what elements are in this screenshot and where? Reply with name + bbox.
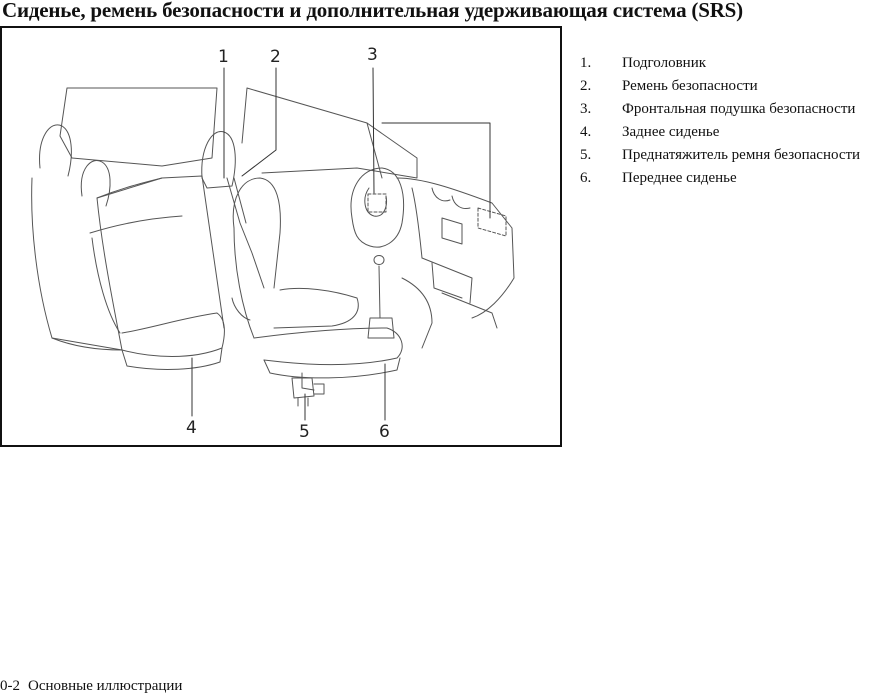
- legend-number: 3.: [580, 98, 622, 121]
- legend-label: Ремень безопасности: [622, 75, 758, 98]
- legend-number: 6.: [580, 167, 622, 190]
- steering-wheel: [351, 168, 404, 247]
- legend-label: Подголовник: [622, 52, 706, 75]
- rear-seat-back: [32, 176, 224, 350]
- rear-headrest-right: [81, 160, 110, 206]
- rear-headrest-left: [40, 125, 72, 176]
- passenger-airbag: [478, 208, 506, 236]
- gear-lever: [374, 256, 384, 265]
- airbag-module: [368, 194, 386, 212]
- front-window: [242, 88, 417, 178]
- front-headrest: [202, 131, 235, 188]
- legend-number: 5.: [580, 144, 622, 167]
- callout-2: 2: [270, 47, 281, 67]
- front-seat-back: [233, 178, 280, 288]
- page-footer: 0-2 Основные иллюстрации: [0, 678, 182, 695]
- seat-diagram: 1 2 3 4 5 6: [0, 26, 562, 447]
- legend-label: Преднатяжитель ремня безопасности: [622, 144, 860, 167]
- legend-label: Заднее сиденье: [622, 121, 719, 144]
- rear-window: [60, 88, 217, 166]
- callout-1: 1: [218, 47, 229, 67]
- legend-item: 3.Фронтальная подушка безопасности: [580, 98, 892, 121]
- front-seat-cushion: [254, 328, 402, 365]
- callout-5: 5: [299, 422, 310, 442]
- callout-3: 3: [367, 45, 378, 65]
- page-number: 0-2: [0, 678, 20, 694]
- legend-item: 6.Переднее сиденье: [580, 167, 892, 190]
- legend-item: 1.Подголовник: [580, 52, 892, 75]
- legend-label: Переднее сиденье: [622, 167, 737, 190]
- legend-number: 4.: [580, 121, 622, 144]
- component-legend: 1.Подголовник 2.Ремень безопасности 3.Фр…: [580, 52, 892, 190]
- legend-number: 1.: [580, 52, 622, 75]
- seat-illustration: 1 2 3 4 5 6: [2, 28, 560, 445]
- legend-item: 2.Ремень безопасности: [580, 75, 892, 98]
- leader-3: [373, 68, 374, 193]
- page-title: Сиденье, ремень безопасности и дополните…: [2, 0, 743, 23]
- leader-2: [242, 68, 276, 176]
- section-name: Основные иллюстрации: [28, 678, 182, 694]
- legend-number: 2.: [580, 75, 622, 98]
- legend-label: Фронтальная подушка безопасности: [622, 98, 855, 121]
- seat-belt: [227, 178, 264, 288]
- leader-3b: [382, 123, 490, 218]
- callout-6: 6: [379, 422, 390, 442]
- callout-4: 4: [186, 418, 197, 438]
- legend-item: 4.Заднее сиденье: [580, 121, 892, 144]
- rear-seat-cushion: [122, 313, 224, 357]
- legend-item: 5.Преднатяжитель ремня безопасности: [580, 144, 892, 167]
